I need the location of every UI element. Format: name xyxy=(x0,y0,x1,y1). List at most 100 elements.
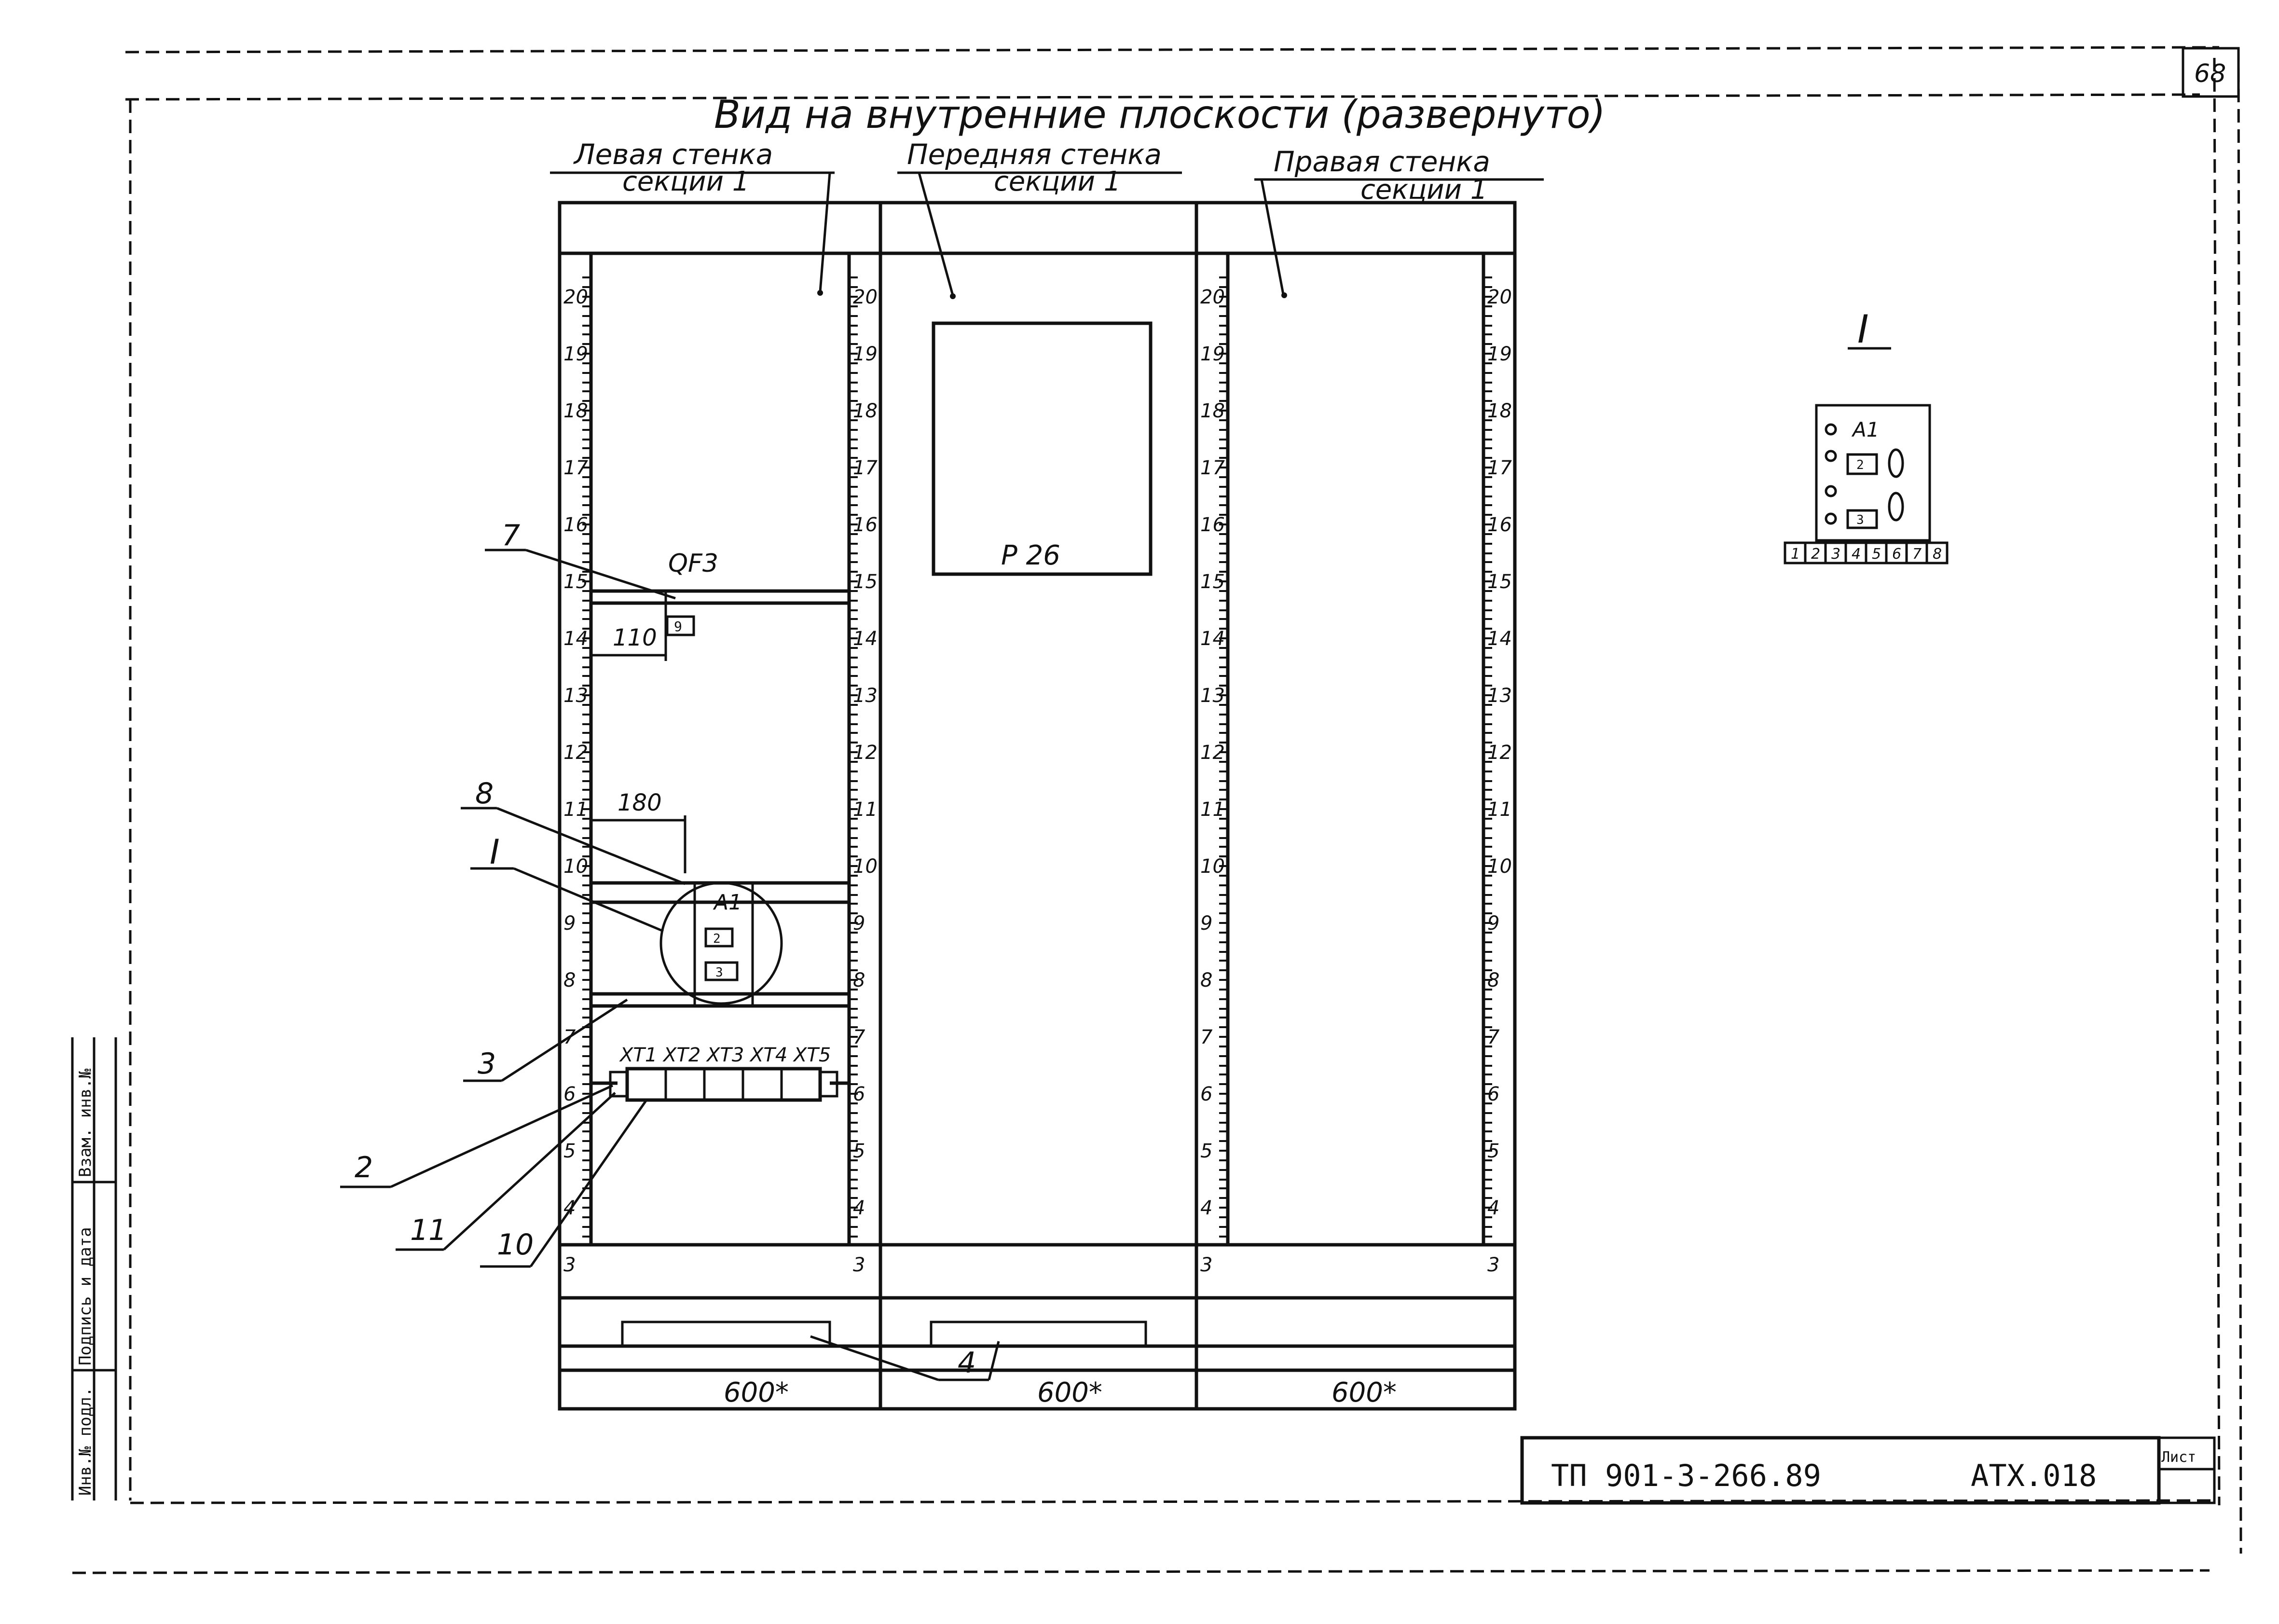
detail-item-3: 3 xyxy=(1856,513,1864,527)
ruler-number: 11 xyxy=(853,798,878,821)
relay-block-a1: А1 2 3 180 xyxy=(591,789,849,1008)
ruler-number: 3 xyxy=(563,1254,576,1276)
right-wall-label-1: Правая стенка xyxy=(1274,145,1490,178)
rail-4 xyxy=(1482,251,1517,1247)
ruler-number: 9 xyxy=(853,912,865,935)
ruler-number: 18 xyxy=(853,400,878,422)
margin-rotated-1: Инв.№ подл. xyxy=(76,1387,95,1496)
callout-10: 10 xyxy=(497,1228,534,1262)
ruler-number: 6 xyxy=(563,1083,576,1105)
detail-terminal-number: 3 xyxy=(1831,546,1840,563)
ruler-number: 19 xyxy=(1487,343,1512,365)
margin-rotated-2: Подпись и дата xyxy=(76,1227,95,1365)
ruler-number: 18 xyxy=(1200,400,1225,422)
ruler-number: 12 xyxy=(563,742,588,764)
ruler-number: 9 xyxy=(1200,912,1212,935)
ruler-number: 16 xyxy=(1487,514,1512,536)
terminal-strip: ХТ1 ХТ2 ХТ3 ХТ4 ХТ5 xyxy=(591,1044,849,1102)
ruler-number: 16 xyxy=(1200,514,1225,536)
ruler-number: 10 xyxy=(1200,855,1225,878)
ruler-number: 3 xyxy=(1487,1254,1499,1276)
ruler-number: 12 xyxy=(853,742,878,764)
ruler-number: 5 xyxy=(563,1140,576,1162)
terminal-rail xyxy=(625,1067,822,1102)
ruler-number: 14 xyxy=(853,628,878,650)
ruler-number: 12 xyxy=(1487,742,1512,764)
detail-terminal-number: 7 xyxy=(1912,546,1922,563)
margin-rotated-3: Взам. инв.№ xyxy=(76,1068,95,1177)
ruler-number: 6 xyxy=(1200,1083,1212,1105)
front-wall-label-1: Передняя стенка xyxy=(907,138,1162,171)
rail-2 xyxy=(847,251,882,1247)
ruler-number: 20 xyxy=(563,286,588,308)
ruler-number: 16 xyxy=(853,514,878,536)
ruler-number: 8 xyxy=(563,969,576,991)
sheet-frame xyxy=(72,46,2242,1574)
left-wall-label-2: секции 1 xyxy=(622,166,749,197)
detail-terminal-number: 5 xyxy=(1872,546,1881,563)
ruler-number: 11 xyxy=(1200,798,1225,821)
width-right: 600* xyxy=(1332,1377,1397,1408)
relay-label: А1 xyxy=(713,890,742,915)
ruler-number: 8 xyxy=(853,969,865,991)
breaker-item-box xyxy=(666,615,695,636)
breaker-dimension: 110 xyxy=(613,624,657,651)
ruler-number: 14 xyxy=(1200,628,1225,650)
ruler-number: 14 xyxy=(563,628,588,650)
ruler-number: 13 xyxy=(1200,685,1225,707)
ruler-number: 7 xyxy=(1487,1026,1500,1048)
ruler-number: 7 xyxy=(1200,1026,1213,1048)
callout-11: 11 xyxy=(410,1213,447,1247)
width-left: 600* xyxy=(724,1377,789,1408)
ruler-number: 16 xyxy=(563,514,588,536)
callouts: 7 8 I 3 2 11 10 4 xyxy=(340,519,1000,1381)
detail-terminal-number: 8 xyxy=(1933,546,1942,563)
callout-2: 2 xyxy=(355,1151,373,1184)
detail-panel xyxy=(1815,404,1931,542)
relay-panel xyxy=(693,881,754,1007)
ruler-number: 8 xyxy=(1200,969,1212,991)
ruler-number: 12 xyxy=(1200,742,1225,764)
ruler-number: 9 xyxy=(563,912,576,935)
sheet-label: Лист xyxy=(2161,1449,2196,1466)
ruler-number: 9 xyxy=(1487,912,1499,935)
left-margin-strip: Инв.№ подл. Подпись и дата Взам. инв.№ xyxy=(71,1037,117,1500)
left-wall-label-1: Левая стенка xyxy=(573,138,773,171)
ruler-number: 3 xyxy=(1200,1254,1212,1276)
ruler-number: 20 xyxy=(1200,286,1225,308)
ruler-number: 4 xyxy=(1487,1197,1499,1219)
detail-terminal-number: 4 xyxy=(1852,546,1861,563)
ruler-number: 20 xyxy=(853,286,878,308)
ruler-number: 18 xyxy=(563,400,588,422)
front-panel-label: Р 26 xyxy=(1001,540,1060,571)
ruler-number: 6 xyxy=(853,1083,865,1105)
callout-I: I xyxy=(490,832,500,872)
ruler-number: 3 xyxy=(853,1254,865,1276)
ruler-number: 17 xyxy=(853,457,878,479)
front-panel-p26 xyxy=(932,321,1153,576)
breaker-item-number: 9 xyxy=(674,619,682,634)
relay-item-3: 3 xyxy=(715,965,723,980)
ruler-number: 8 xyxy=(1487,969,1499,991)
ruler-number: 11 xyxy=(1487,798,1512,821)
ruler-number: 10 xyxy=(563,855,588,878)
sheet-number-box xyxy=(2182,47,2240,98)
rails xyxy=(558,251,1517,1247)
ruler-number: 5 xyxy=(853,1140,865,1162)
ruler-number: 5 xyxy=(1200,1140,1212,1162)
cable-entry-left xyxy=(621,1321,831,1348)
relay-item-2-box xyxy=(704,927,734,948)
detail-terminal-cell xyxy=(1925,541,1949,564)
ruler-number: 5 xyxy=(1487,1140,1499,1162)
detail-terminal-number: 2 xyxy=(1811,546,1820,563)
relay-dimension: 180 xyxy=(618,789,662,816)
rail-1 xyxy=(558,251,593,1247)
ruler-number: 19 xyxy=(853,343,878,365)
callout-8: 8 xyxy=(475,777,494,811)
rail-3 xyxy=(1194,251,1230,1247)
ruler-number: 7 xyxy=(853,1026,865,1048)
detail-item-2: 2 xyxy=(1856,458,1864,472)
ruler-number: 17 xyxy=(1200,457,1225,479)
detail-title: I xyxy=(1857,307,1869,352)
